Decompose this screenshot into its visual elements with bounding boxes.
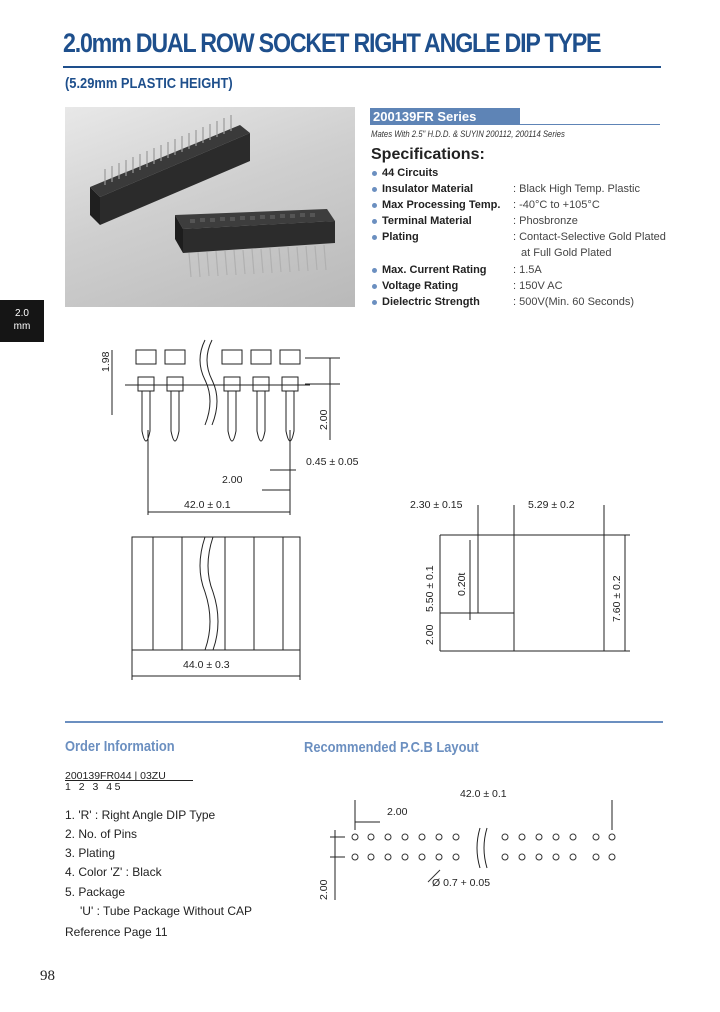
spec-value: : Contact-Selective Gold Plated — [513, 231, 666, 243]
series-divider — [520, 124, 660, 125]
connector-illustration — [90, 115, 335, 278]
order-item: 5. Package — [65, 885, 126, 899]
part-number-underline — [65, 780, 193, 781]
spec-row: Voltage Rating : 150V AC — [371, 279, 671, 295]
page-number: 98 — [40, 968, 55, 984]
part-number-indices: 1 2 3 45 — [65, 781, 123, 793]
page-title: 2.0mm DUAL ROW SOCKET RIGHT ANGLE DIP TY… — [63, 28, 602, 58]
spec-value: : -40°C to +105°C — [513, 199, 600, 211]
bullet-icon — [372, 284, 377, 289]
spec-label: Max. Current Rating — [382, 264, 487, 276]
side-tab-size: 2.0 — [15, 308, 29, 319]
dimension-label: 42.0 ± 0.1 — [184, 499, 231, 511]
spec-row: Terminal Material : Phosbronze — [371, 214, 671, 230]
dimension-label: 1.98 — [100, 351, 112, 372]
spec-value: : Phosbronze — [513, 215, 578, 227]
pcb-layout-heading: Recommended P.C.B Layout — [304, 739, 479, 756]
order-item: 1. 'R' : Right Angle DIP Type — [65, 808, 216, 822]
bullet-icon — [372, 268, 377, 273]
section-divider — [65, 721, 663, 723]
spec-value: : 150V AC — [513, 280, 563, 292]
dimension-label: 7.60 ± 0.2 — [611, 575, 623, 622]
title-divider — [63, 66, 661, 68]
order-item: 'U' : Tube Package Without CAP — [80, 904, 252, 918]
spec-label: 44 Circuits — [382, 167, 439, 179]
spec-row: at Full Gold Plated — [371, 246, 671, 262]
section-side-tab: 2.0 mm — [0, 300, 44, 342]
dimension-label: 2.00 — [318, 409, 330, 430]
dimension-label: 2.00 — [424, 624, 436, 645]
bullet-icon — [372, 203, 377, 208]
spec-row: Max Processing Temp. : -40°C to +105°C — [371, 198, 671, 214]
dimension-label: 42.0 ± 0.1 — [460, 788, 507, 800]
dimension-label: 5.50 ± 0.1 — [424, 565, 436, 612]
part-number: 200139FR044 | 03ZU — [65, 770, 166, 782]
spec-row: Max. Current Rating : 1.5A — [371, 263, 671, 279]
spec-row: Insulator Material : Black High Temp. Pl… — [371, 182, 671, 198]
spec-label: Voltage Rating — [382, 280, 459, 292]
dimension-label: 44.0 ± 0.3 — [183, 659, 230, 671]
bullet-icon — [372, 219, 377, 224]
reference-note: Reference Page 11 — [65, 925, 168, 939]
spec-label: Max Processing Temp. — [382, 199, 501, 211]
bullet-icon — [372, 235, 377, 240]
bullet-icon — [372, 300, 377, 305]
series-tag: 200139FR Series — [370, 108, 520, 125]
spec-row: 44 Circuits — [371, 166, 671, 182]
side-view — [439, 505, 630, 652]
spec-value: at Full Gold Plated — [521, 247, 612, 259]
front-view — [111, 339, 340, 515]
order-item: 3. Plating — [65, 846, 116, 860]
dimension-label: 2.00 — [222, 474, 243, 486]
spec-label: Plating — [382, 231, 419, 243]
spec-label: Dielectric Strength — [382, 296, 480, 308]
order-item: 2. No. of Pins — [65, 827, 138, 841]
dimension-label: 2.30 ± 0.15 — [410, 499, 463, 511]
dimension-label: 0.45 ± 0.05 — [306, 456, 359, 468]
pcb-layout — [330, 800, 613, 900]
dimension-label: 2.00 — [387, 806, 408, 818]
spec-label: Terminal Material — [382, 215, 472, 227]
mates-with-note: Mates With 2.5" H.D.D. & SUYIN 200112, 2… — [371, 129, 565, 139]
side-tab-unit: mm — [13, 321, 31, 332]
bullet-icon — [372, 187, 377, 192]
dimension-label: 5.29 ± 0.2 — [528, 499, 575, 511]
order-item: 4. Color 'Z' : Black — [65, 865, 162, 879]
spec-row: Dielectric Strength : 500V(Min. 60 Secon… — [371, 295, 671, 311]
specifications-heading: Specifications: — [371, 146, 485, 163]
spec-row: Plating : Contact-Selective Gold Plated — [371, 230, 671, 246]
spec-value: : Black High Temp. Plastic — [513, 183, 640, 195]
dimension-label: 2.00 — [318, 879, 330, 900]
spec-value: : 1.5A — [513, 264, 542, 276]
page-subtitle: (5.29mm PLASTIC HEIGHT) — [65, 75, 233, 92]
pcb-holes — [351, 833, 616, 861]
dimension-label: 0.20t — [456, 572, 468, 596]
spec-label: Insulator Material — [382, 183, 474, 195]
order-info-heading: Order Information — [65, 738, 175, 755]
bullet-icon — [372, 171, 377, 176]
hole-size-label: Ø 0.7 + 0.05 — [432, 877, 491, 889]
spec-value: : 500V(Min. 60 Seconds) — [513, 296, 635, 308]
bottom-view — [131, 536, 301, 680]
product-photo — [65, 107, 355, 307]
